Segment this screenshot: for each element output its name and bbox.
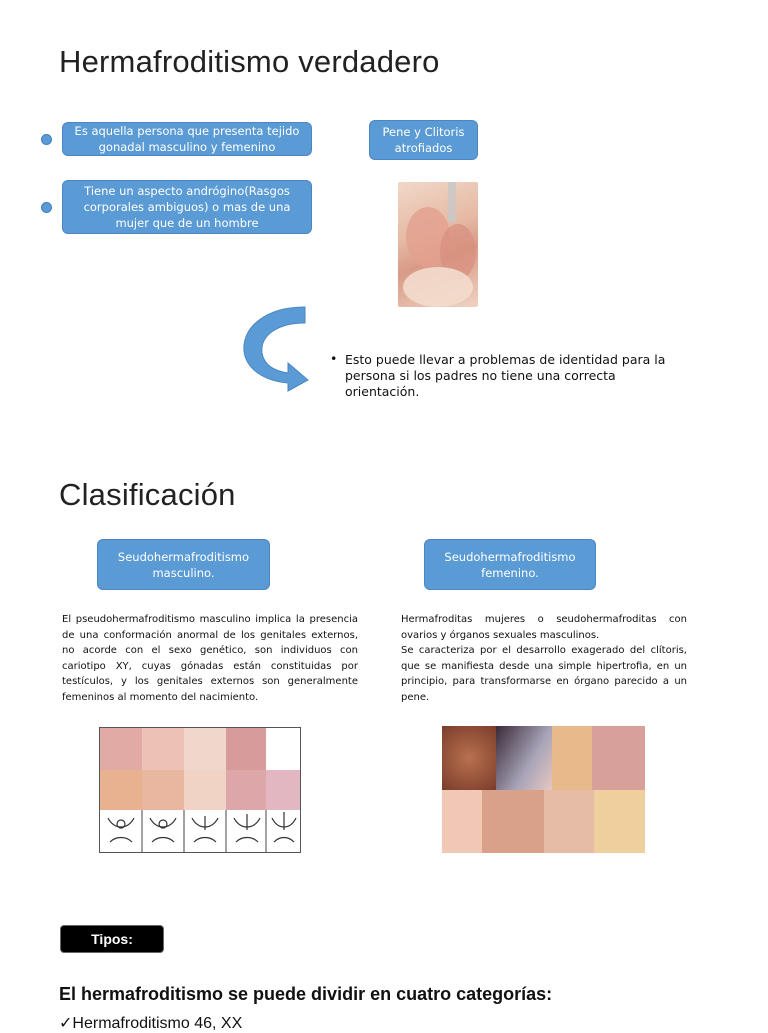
fem-description: Hermafroditas mujeres o seudohermafrodit… [401, 612, 687, 705]
categories-heading: El hermafroditismo se puede dividir en c… [59, 984, 553, 1004]
title-hermafroditismo-verdadero: Hermafroditismo verdadero [59, 44, 440, 79]
curved-arrow-icon [243, 306, 309, 392]
fem-label-box: Seudohermafroditismo femenino. [424, 539, 596, 590]
fem-text-2: Se caracteriza por el desarrollo exagera… [401, 645, 687, 703]
fem-text-1: Hermafroditas mujeres o seudohermafrodit… [401, 614, 687, 641]
definition-box: Es aquella persona que presenta tejido g… [62, 122, 312, 156]
title-clasificacion: Clasificación [59, 477, 236, 512]
bullet-icon [41, 202, 52, 213]
bullet-icon [41, 134, 52, 145]
masc-description: El pseudohermafroditismo masculino impli… [62, 612, 358, 705]
masc-label-box: Seudohermafroditismo masculino. [97, 539, 270, 590]
bullet-icon: • [330, 351, 338, 366]
masc-text: El pseudohermafroditismo masculino impli… [62, 614, 358, 703]
identity-note: • Esto puede llevar a problemas de ident… [330, 351, 690, 400]
category-item-1: ✓Hermafroditismo 46, XX [59, 1015, 243, 1032]
appearance-box: Tiene un aspecto andrógino(Rasgos corpor… [62, 180, 312, 234]
clinical-photo [398, 182, 478, 307]
tipos-badge: Tipos: [60, 925, 164, 953]
atrophy-box: Pene y Clitoris atrofiados [369, 120, 478, 160]
fem-image-grid [442, 726, 645, 853]
masc-image-grid [99, 727, 301, 853]
identity-note-text: Esto puede llevar a problemas de identid… [345, 352, 666, 399]
